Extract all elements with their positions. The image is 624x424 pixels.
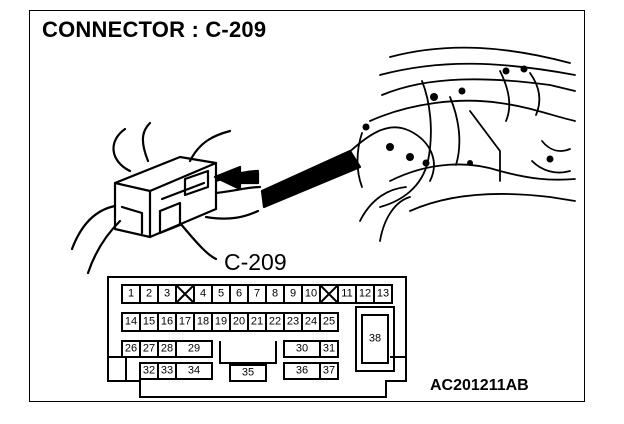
callout-wedge <box>260 149 362 209</box>
connector-label: C-209 <box>224 249 287 275</box>
wiring-illustration <box>70 46 576 398</box>
vehicle-dashboard-drawing <box>339 46 576 242</box>
diagram-frame: CONNECTOR : C-209 <box>29 10 585 402</box>
harness-clips <box>362 65 554 167</box>
page-title: CONNECTOR : C-209 <box>42 17 267 42</box>
insertion-arrow-icon <box>213 165 260 191</box>
pin-face-diagram <box>107 276 407 398</box>
figure-id: AC201211AB <box>430 377 529 394</box>
